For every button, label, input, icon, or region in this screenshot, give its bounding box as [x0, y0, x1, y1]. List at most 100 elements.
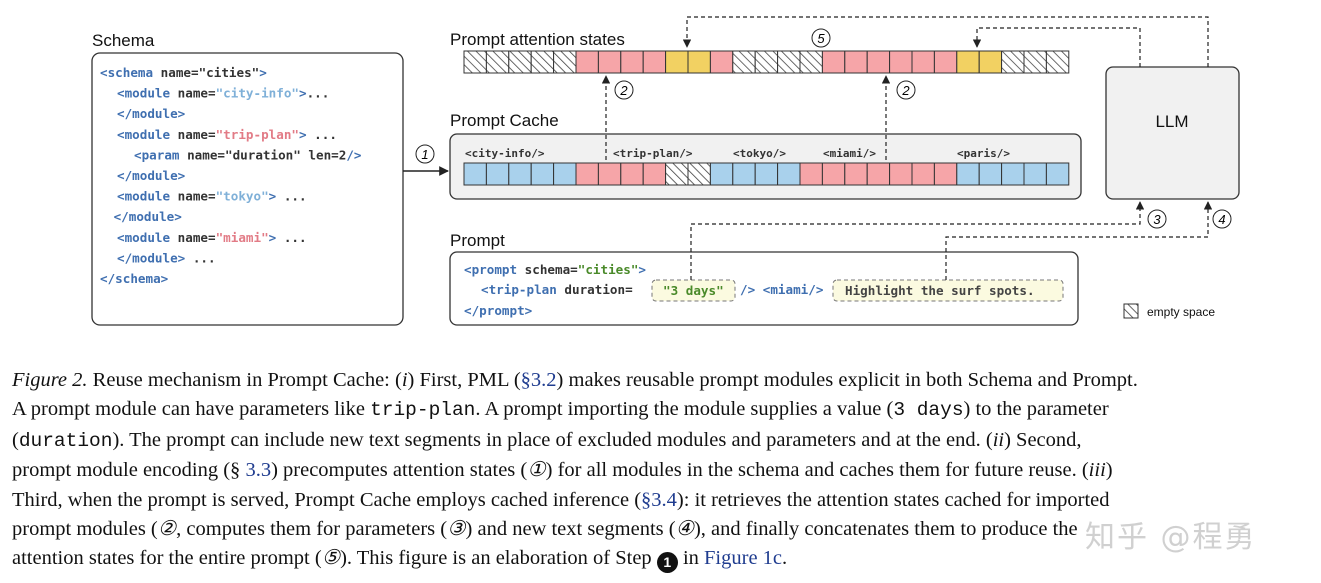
- step-5-label: 5: [817, 31, 825, 46]
- schema-code-line: </module> ...: [117, 250, 216, 265]
- figure-caption: Figure 2. Reuse mechanism in Prompt Cach…: [12, 366, 1312, 574]
- cache-cell: [508, 162, 532, 186]
- arrow-5b: [972, 27, 1141, 67]
- code-token: "tokyo": [216, 189, 269, 204]
- step-2a-label: 2: [619, 83, 628, 98]
- caption-text: A prompt module can have parameters like: [12, 398, 371, 421]
- schema-code-line: <module name="tokyo"> ...: [117, 189, 307, 204]
- cache-cell: [956, 162, 980, 186]
- caption-link[interactable]: §3.2: [520, 369, 557, 391]
- cache-cell: [754, 162, 779, 186]
- attention-cell: [463, 50, 487, 74]
- code-token: </prompt>: [464, 303, 533, 318]
- cache-cell: [1045, 162, 1070, 186]
- attention-cell: [978, 50, 1003, 74]
- code-token: >: [269, 189, 277, 204]
- caption-text: ). The prompt can include new text segme…: [112, 428, 993, 451]
- cache-tag: <miami/>: [823, 147, 876, 160]
- code-token: "duration": [225, 147, 301, 162]
- code-token: name=: [178, 230, 216, 245]
- caption-text: ) for all modules in the schema and cach…: [545, 459, 1089, 482]
- attention-cell: [709, 50, 734, 74]
- llm-box: [1105, 66, 1240, 200]
- caption-text: ④: [675, 518, 694, 541]
- attention-cell: [642, 50, 667, 74]
- cache-cell: [821, 162, 846, 186]
- empty-space-swatch: [1123, 303, 1139, 319]
- cache-tags: <city-info/><trip-plan/><tokyo/><miami/>…: [465, 147, 1010, 160]
- caption-text: ): it retrieves the attention states cac…: [676, 488, 1110, 511]
- code-token: </module>: [117, 106, 186, 121]
- arrow-3: [690, 201, 1145, 280]
- code-token: duration=: [564, 282, 633, 297]
- code-token: </module>: [117, 168, 186, 183]
- attention-states-row: [463, 50, 1070, 74]
- attention-cell: [530, 50, 555, 74]
- caption-text: (: [12, 428, 19, 451]
- attention-cell: [732, 50, 756, 74]
- step-2a-marker: [614, 80, 634, 100]
- cache-cell: [866, 162, 891, 186]
- attention-cell: [1023, 50, 1047, 74]
- cache-cell: [799, 162, 823, 186]
- attention-cell: [889, 50, 913, 74]
- cache-cell: [732, 162, 756, 186]
- caption-text: Reuse mechanism in Prompt Cache: (: [87, 369, 402, 391]
- cache-cell: [665, 162, 689, 186]
- caption-text: ), and finally concatenates them to prod…: [693, 518, 1078, 541]
- caption-link[interactable]: 3.3: [245, 459, 272, 482]
- param-value: "3 days": [663, 283, 724, 298]
- attention-cell: [799, 50, 823, 74]
- caption-text: ). This figure is an elaboration of Step: [340, 547, 657, 570]
- schema-title: Schema: [92, 31, 155, 50]
- code-token: <module: [117, 127, 178, 142]
- caption-line: prompt modules (②, computes them for par…: [12, 515, 1312, 544]
- cache-tag: <paris/>: [957, 147, 1010, 160]
- attention-title: Prompt attention states: [450, 30, 625, 49]
- caption-text: ii: [992, 428, 1005, 451]
- code-token: name=: [178, 189, 216, 204]
- cache-cell: [844, 162, 868, 186]
- code-token: <module: [117, 86, 178, 101]
- attention-cell: [485, 50, 510, 74]
- cache-cell: [1023, 162, 1047, 186]
- code-token: <module: [117, 230, 178, 245]
- code-token: ...: [185, 250, 215, 265]
- caption-text: ) and new text segments (: [465, 518, 676, 541]
- step-2b-marker: [896, 80, 916, 100]
- caption-text: , computes them for parameters (: [176, 518, 448, 541]
- schema-code-line: </module>: [117, 106, 186, 121]
- caption-text: iii: [1088, 459, 1106, 482]
- prompt-code: <prompt schema="cities"><trip-plan durat…: [464, 262, 1064, 318]
- caption-text: 3 days: [893, 399, 964, 422]
- attention-cell: [508, 50, 532, 74]
- step-4-marker: [1212, 209, 1232, 229]
- caption-text: ) First, PML (: [407, 369, 521, 391]
- schema-code-line: <module name="city-info">...: [117, 86, 329, 101]
- caption-line: A prompt module can have parameters like…: [12, 395, 1312, 425]
- cache-tag: <tokyo/>: [733, 147, 786, 160]
- cache-tag: <trip-plan/>: [613, 147, 693, 160]
- code-token: >: [269, 230, 277, 245]
- attention-cell: [821, 50, 846, 74]
- caption-link[interactable]: §3.4: [641, 488, 677, 511]
- code-token: name=: [178, 127, 216, 142]
- caption-text: in: [677, 547, 705, 570]
- prompt-code-line: </prompt>: [464, 303, 533, 318]
- caption-line: Figure 2. Reuse mechanism in Prompt Cach…: [12, 366, 1312, 395]
- empty-space-label: empty space: [1147, 305, 1215, 319]
- code-token: ...: [307, 86, 330, 101]
- schema-code-line: </module>: [117, 168, 186, 183]
- prompt-code-line: /> <miami/>: [740, 282, 824, 297]
- llm-label: LLM: [1155, 112, 1188, 131]
- cache-title: Prompt Cache: [450, 111, 559, 130]
- caption-text: Figure 2.: [12, 369, 88, 391]
- caption-line: prompt module encoding (§ 3.3) precomput…: [12, 456, 1312, 485]
- caption-link[interactable]: Figure 1c: [704, 547, 783, 570]
- attention-cell: [687, 50, 711, 74]
- caption-text: duration: [18, 429, 113, 452]
- attention-cell: [665, 50, 689, 74]
- cache-cell: [553, 162, 577, 186]
- caption-text: ②: [157, 518, 177, 541]
- schema-box: [91, 52, 404, 326]
